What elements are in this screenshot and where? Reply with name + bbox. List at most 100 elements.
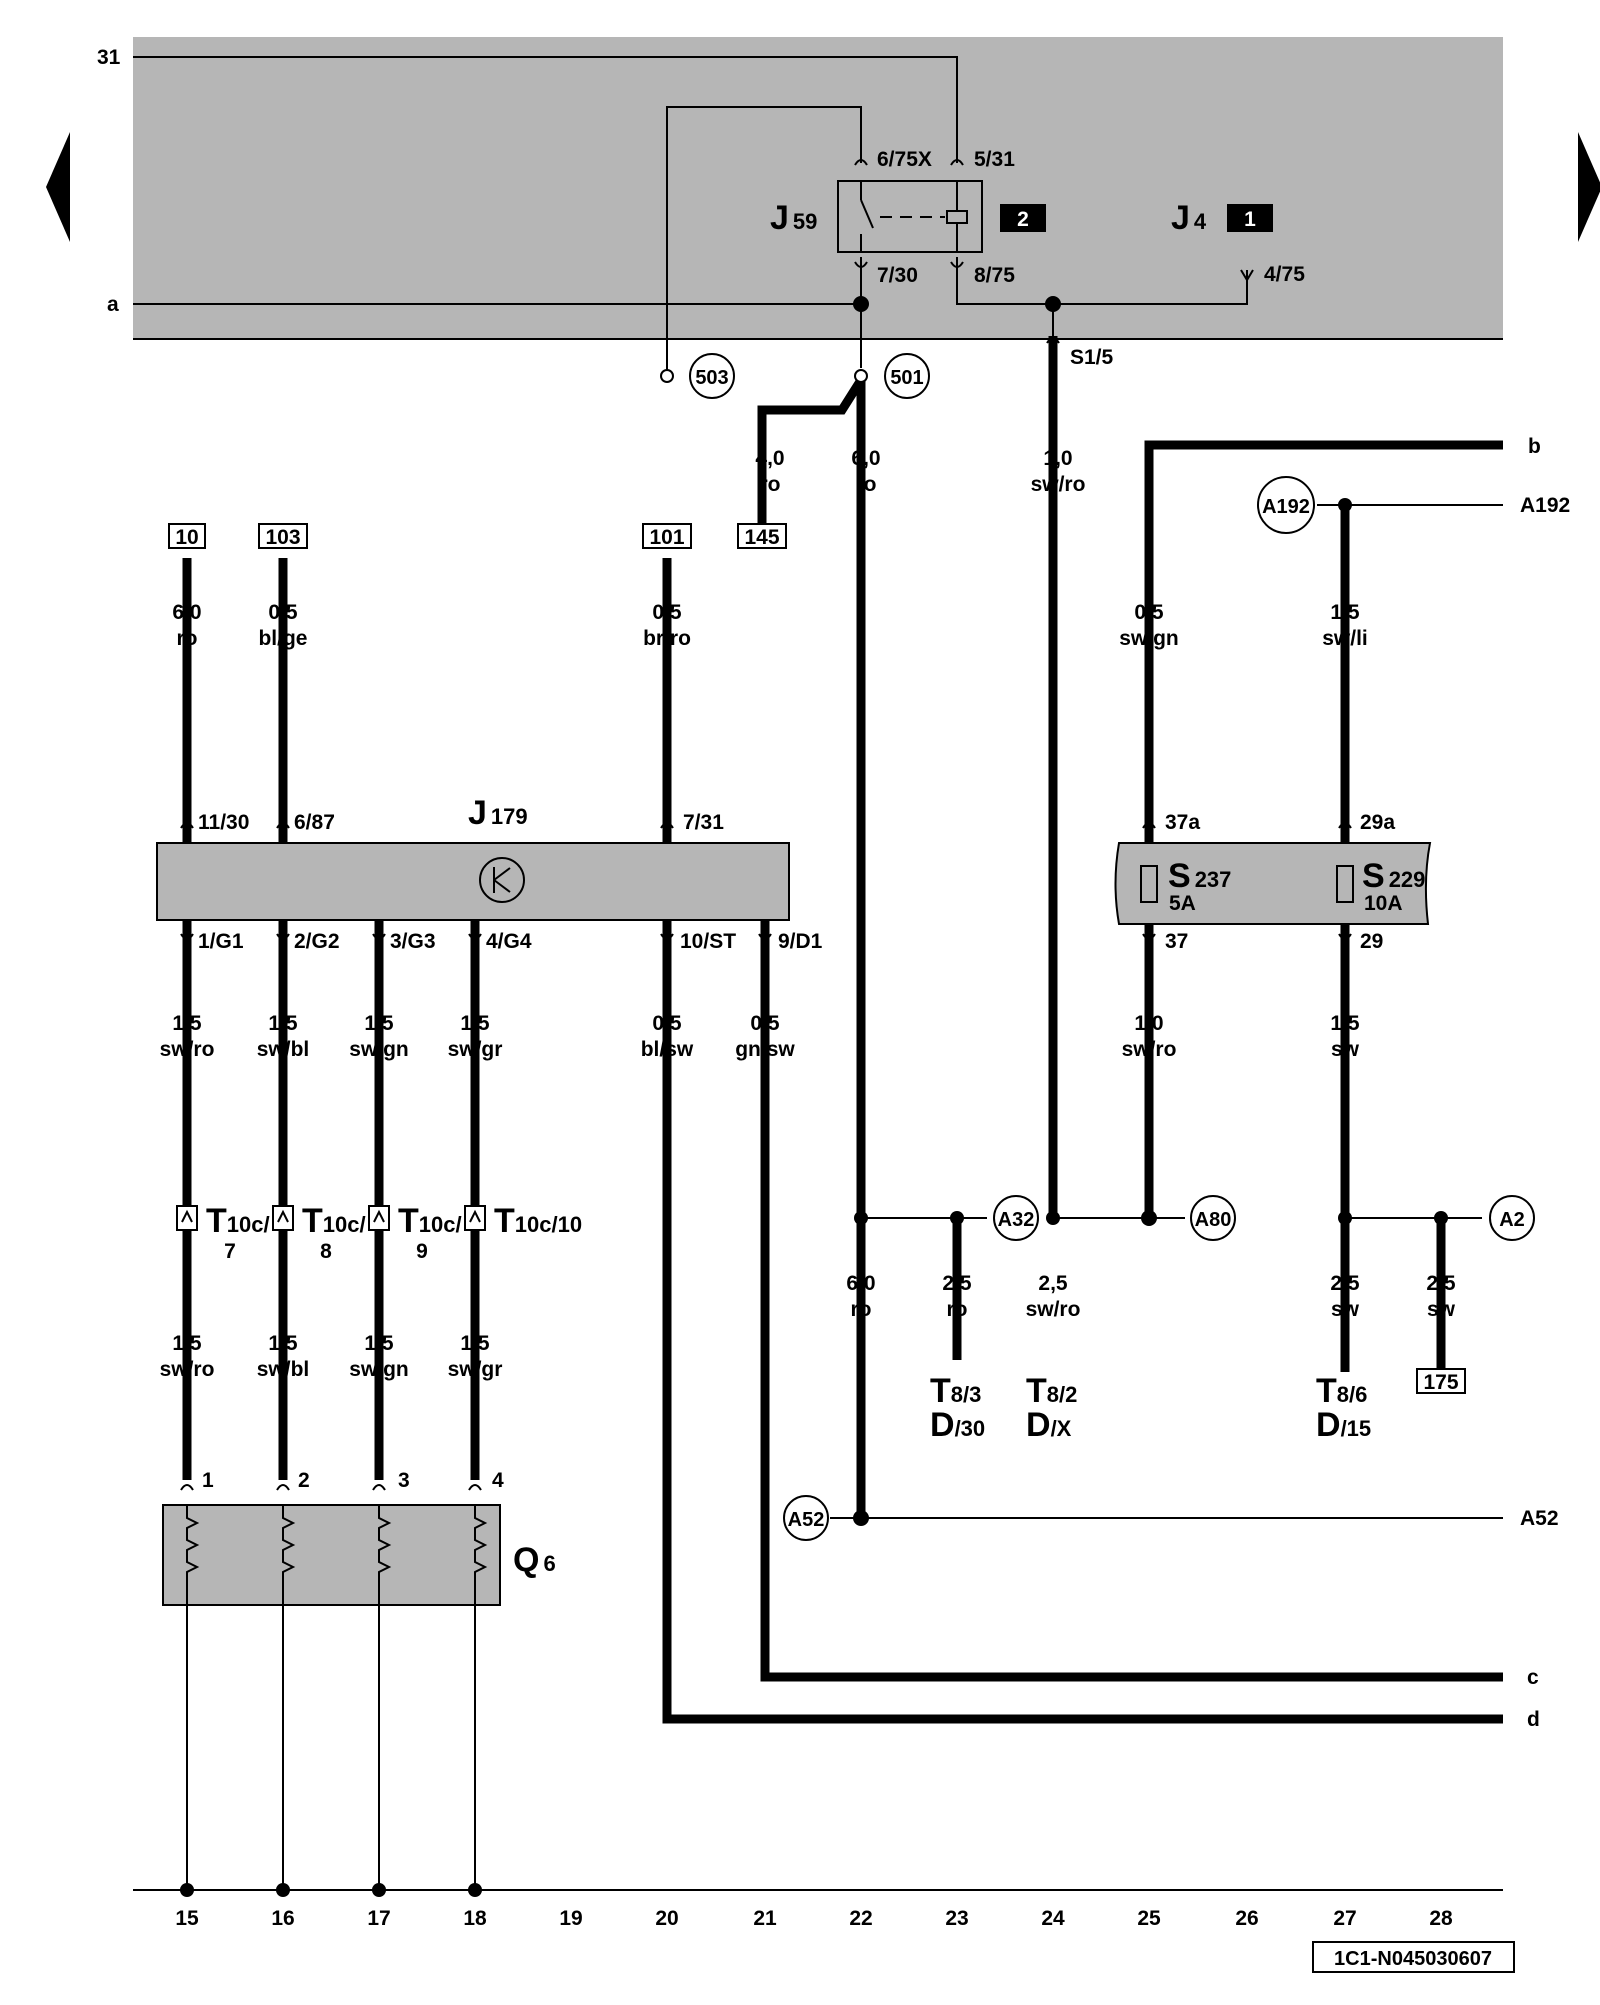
wire-color: sw/li [1322,627,1368,650]
reference-box-label: 145 [744,526,779,549]
wire-gauge: 2,5 [1330,1272,1360,1295]
line-label: a [107,293,119,316]
reference-box [168,523,206,549]
connector-t8-label: T8/2 [1026,1372,1077,1410]
wire-gauge: 2,5 [1426,1272,1456,1295]
connector-t10c-label: T10c/ [206,1202,270,1240]
grid-number: 22 [849,1907,872,1930]
grid-number: 19 [559,1907,582,1930]
footer-code-box [1312,1941,1515,1973]
circle-reference-label: A32 [998,1209,1035,1231]
pin-label: 11/30 [198,811,249,834]
pin-label: 37a [1165,811,1200,834]
pin-label: 1 [202,1469,214,1492]
wire-color: bl/ge [258,627,307,650]
pin-label: 5/31 [974,148,1015,171]
lower-thin-wires [133,504,1503,1891]
line-label: d [1527,1708,1540,1731]
reference-box [258,523,308,549]
wire-gauge: 0,5 [268,601,298,624]
pin-label: 6/87 [294,811,335,834]
wire-gauge: 1,0 [1134,1012,1163,1035]
panel-thin-wires [133,56,1248,372]
pin-label: 2 [298,1469,310,1492]
wire-gauge: 1,0 [1043,447,1072,470]
pin-label: 1/G1 [198,930,244,953]
wire-gauge: 0,5 [652,1012,682,1035]
reference-box-label: 101 [649,526,684,549]
wire-color: sw/gr [448,1358,503,1381]
pin-label: 7/30 [877,264,918,287]
grid-number: 15 [175,1907,199,1930]
line-label: b [1528,435,1541,458]
wire-color: ro [851,1298,872,1321]
pin-marks [180,159,1352,1491]
connector-t10c-pin: 7 [224,1240,236,1263]
wire-gauge: 1,5 [172,1332,202,1355]
wire-gauge: 1,5 [268,1012,298,1035]
grid-number: 21 [753,1907,777,1930]
wire-color: ro [177,627,198,650]
wire-gauge: 1,5 [1330,1012,1360,1035]
reference-box [1416,1368,1466,1394]
wire-color: ro [856,473,877,496]
line-label: 31 [97,46,121,69]
reference-box-label: 10 [175,526,198,549]
grid-number: 23 [945,1907,968,1930]
pin-label: 6/75X [877,148,932,171]
connector-t10c-label: T10c/ [398,1202,462,1240]
connector-labels: T10c/7T10c/8T10c/9T10c/10T8/3D/30T8/2D/X… [206,1202,1371,1444]
grid-number: 28 [1429,1907,1453,1930]
wire-color: sw/ro [160,1358,215,1381]
circle-reference-label: A52 [788,1509,825,1531]
fuse-holder [1114,842,1432,925]
connector-t8-label: T8/6 [1316,1372,1367,1410]
fuse-s237-symbol [1140,865,1158,903]
wire-color: sw [1331,1038,1360,1061]
connector-d-label: D/X [1026,1406,1072,1444]
pin-label: 3 [398,1469,410,1492]
grid-number: 26 [1235,1907,1258,1930]
wire-gauge: 4,0 [755,447,784,470]
junction-dots [853,296,1448,1526]
line-label: A52 [1520,1507,1559,1530]
circle-reference-label: 501 [890,367,923,389]
connector-t10c-label: T10c/ [302,1202,366,1240]
reference-box-label: 103 [265,526,300,549]
reference-box [737,523,787,549]
reference-badge [1227,204,1273,232]
relay-j59 [837,180,983,253]
pin-label: 9/D1 [778,930,823,953]
next-page-arrow-icon[interactable] [1578,132,1600,242]
fuse-s237-rating: 5A [1169,892,1196,915]
footer: 1C1-N045030607 [1312,1941,1515,1973]
glow-plug-unit-q6 [162,1504,501,1606]
line-label: c [1527,1666,1539,1689]
circle-reference-label: A80 [1195,1209,1232,1231]
relay-panel [133,37,1503,339]
wire-gauge: 6,0 [846,1272,875,1295]
pin-label: S1/5 [1070,346,1114,369]
wire-color: sw [1331,1298,1360,1321]
wire-gauge: 1,5 [364,1332,394,1355]
grid-number: 17 [367,1907,390,1930]
grid-number: 24 [1041,1907,1065,1930]
circle-reference-label: 503 [695,367,728,389]
circle-reference [884,353,930,399]
grid-number: 16 [271,1907,294,1930]
connector-t10c-pin: 8 [320,1240,332,1263]
grid-number: 18 [463,1907,487,1930]
wire-gauge: 1,5 [172,1012,202,1035]
circle-reference [1257,476,1315,534]
prev-page-arrow-icon[interactable] [46,132,70,242]
wire-color: gn/sw [735,1038,795,1061]
wire-gauge: 0,5 [652,601,682,624]
